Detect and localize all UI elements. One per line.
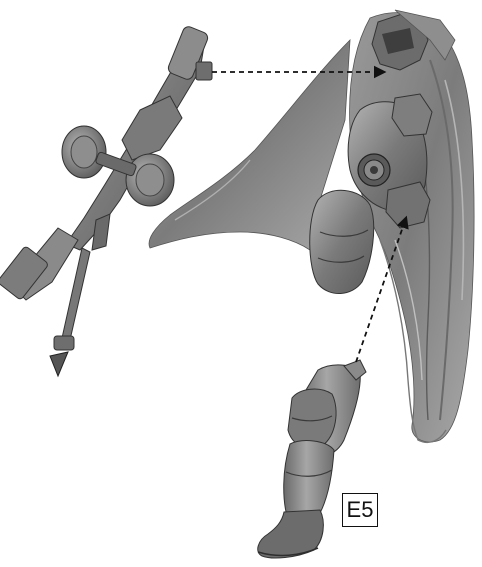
chest-device-core <box>370 166 378 174</box>
rifle-part <box>0 25 212 376</box>
leg-shin <box>284 441 334 520</box>
rifle-monopod <box>62 248 90 340</box>
arm-armor <box>310 190 374 293</box>
rifle-monopod-foot <box>54 336 74 350</box>
leg-boot <box>258 510 324 558</box>
rifle-drum-left-inner <box>71 136 97 168</box>
part-label: E5 <box>342 493 378 527</box>
rifle-monopod-tip <box>50 352 68 376</box>
rifle-drum-right-inner <box>136 164 164 196</box>
leg-part <box>258 360 366 558</box>
rifle-receiver <box>122 96 182 160</box>
rifle-muzzle <box>196 62 212 80</box>
